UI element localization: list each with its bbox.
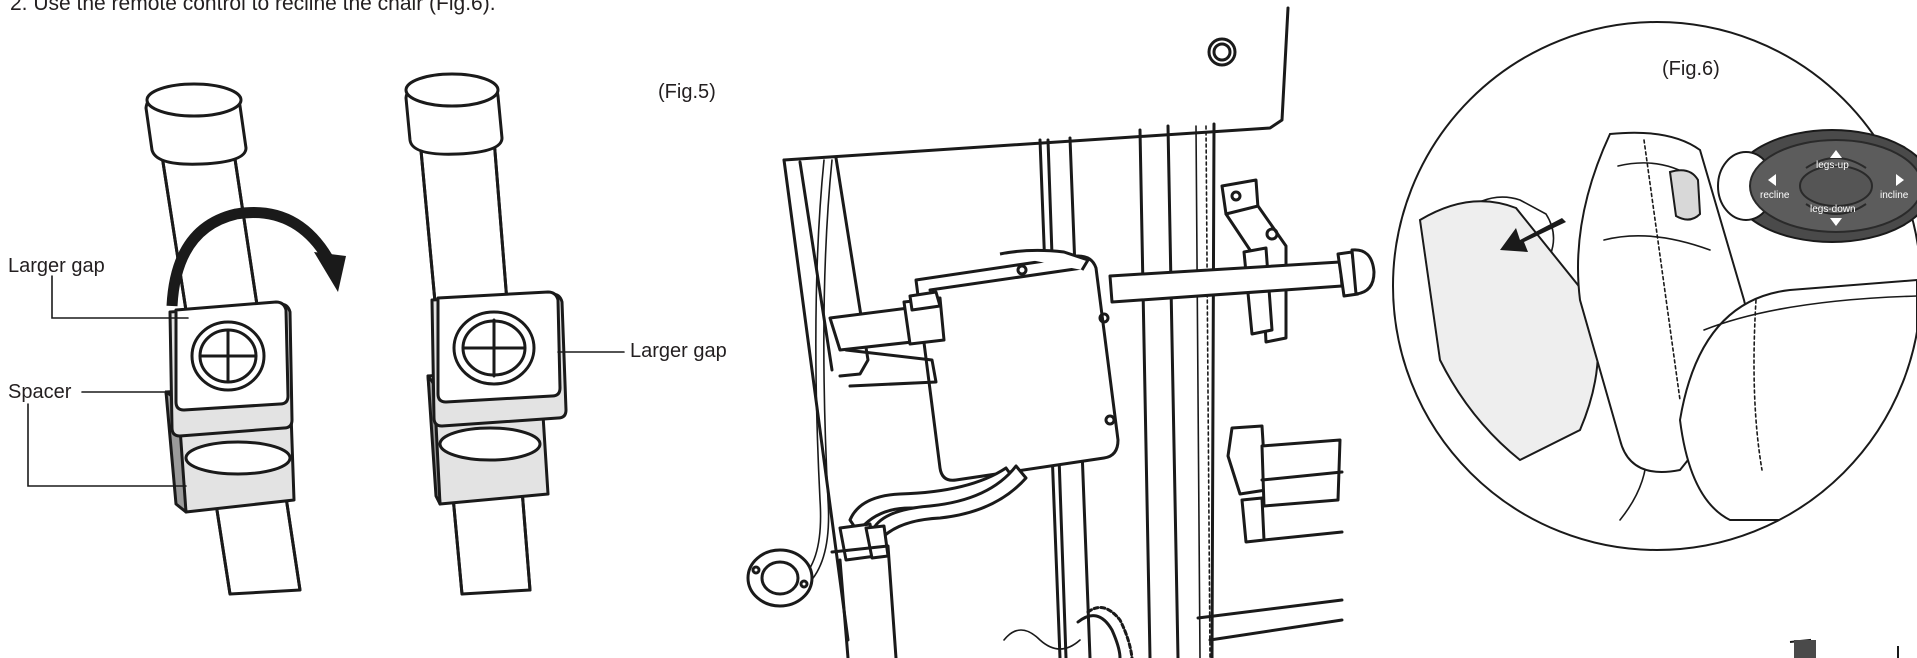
larger-gap-label-left: Larger gap [8, 255, 105, 277]
larger-gap-label-right: Larger gap [630, 340, 727, 362]
page-edge-tab [1794, 640, 1816, 658]
fig6-label: (Fig.6) [1662, 58, 1720, 80]
remote-legs-down-button: legs-down [1810, 204, 1856, 215]
spacer-label: Spacer [8, 381, 72, 403]
remote-legs-up-button: legs-up [1816, 160, 1849, 171]
fig5-label: (Fig.5) [658, 81, 716, 103]
remote-incline-button: incline [1880, 190, 1909, 201]
instruction-text: 2. Use the remote control to recline the… [10, 0, 496, 15]
remote-recline-button: recline [1760, 190, 1790, 201]
